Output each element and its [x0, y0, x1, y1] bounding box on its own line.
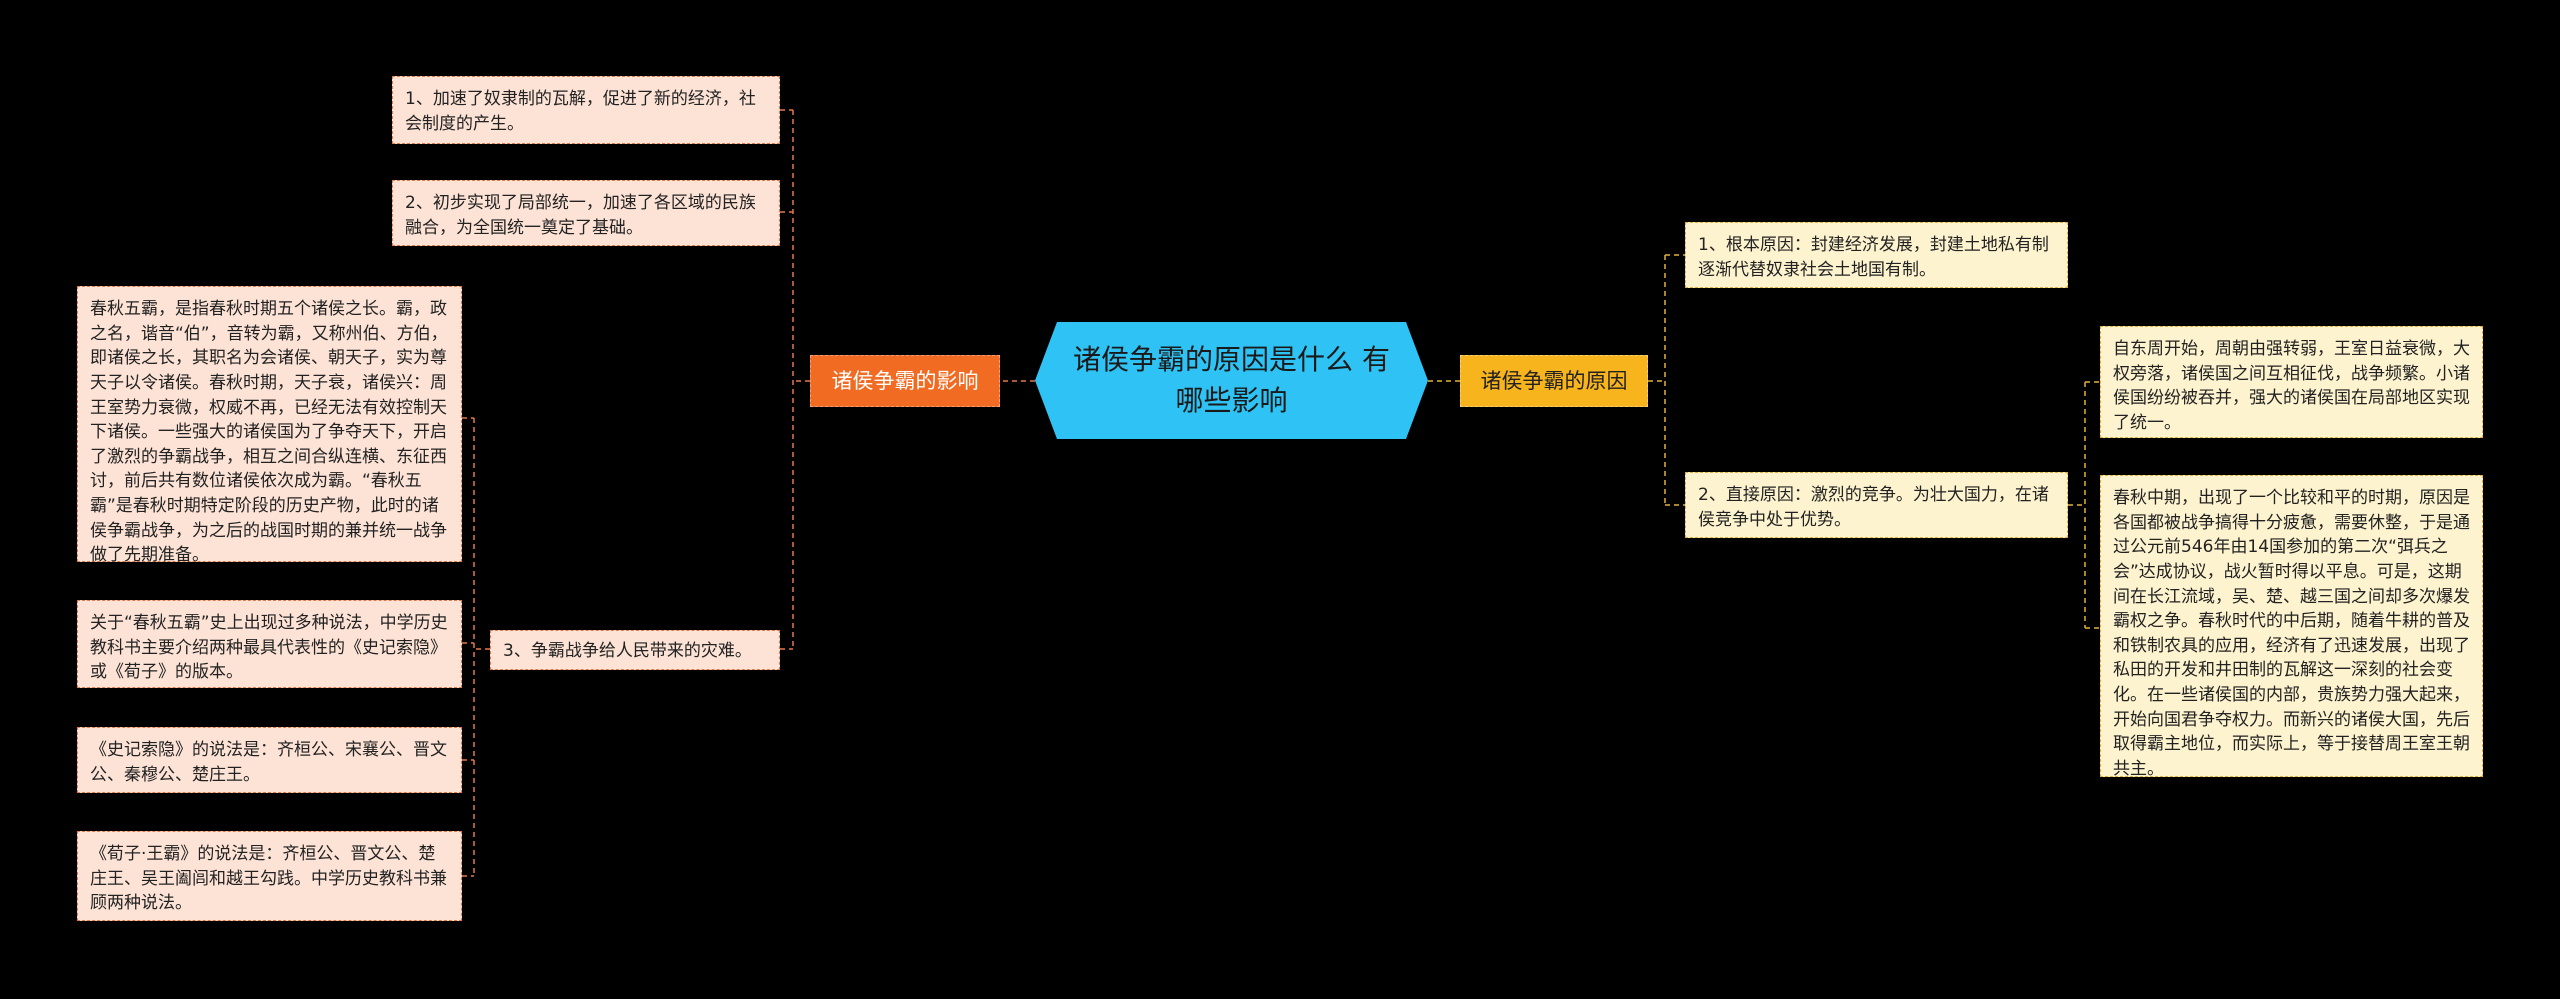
- influence-sub-4[interactable]: 《荀子·王霸》的说法是：齐桓公、晋文公、楚庄王、吴王阖闾和越王勾践。中学历史教科…: [77, 831, 462, 921]
- influence-item-1[interactable]: 1、加速了奴隶制的瓦解，促进了新的经济，社会制度的产生。: [392, 76, 780, 144]
- central-topic[interactable]: 诸侯争霸的原因是什么 有哪些影响: [1035, 322, 1428, 439]
- branch-influence-label: 诸侯争霸的影响: [831, 368, 979, 393]
- cause-sub-1-text: 自东周开始，周朝由强转弱，王室日益衰微，大权旁落，诸侯国之间互相征伐，战争频繁。…: [2113, 339, 2470, 433]
- branch-cause-label: 诸侯争霸的原因: [1480, 368, 1628, 393]
- influence-sub-2-text: 关于“春秋五霸”史上出现过多种说法，中学历史教科书主要介绍两种最具代表性的《史记…: [90, 613, 448, 683]
- cause-sub-1[interactable]: 自东周开始，周朝由强转弱，王室日益衰微，大权旁落，诸侯国之间互相征伐，战争频繁。…: [2100, 326, 2483, 438]
- branch-influence[interactable]: 诸侯争霸的影响: [810, 355, 1000, 407]
- influence-sub-1-text: 春秋五霸，是指春秋时期五个诸侯之长。霸，政之名，谐音“伯”，音转为霸，又称州伯、…: [90, 299, 448, 566]
- cause-sub-2-text: 春秋中期，出现了一个比较和平的时期，原因是各国都被战争搞得十分疲惫，需要休整，于…: [2113, 488, 2470, 780]
- influence-item-3[interactable]: 3、争霸战争给人民带来的灾难。: [490, 630, 780, 670]
- branch-cause[interactable]: 诸侯争霸的原因: [1460, 355, 1648, 407]
- influence-sub-3[interactable]: 《史记索隐》的说法是：齐桓公、宋襄公、晋文公、秦穆公、楚庄王。: [77, 727, 462, 793]
- influence-sub-3-text: 《史记索隐》的说法是：齐桓公、宋襄公、晋文公、秦穆公、楚庄王。: [90, 740, 447, 785]
- influence-item-3-text: 3、争霸战争给人民带来的灾难。: [503, 641, 752, 661]
- influence-sub-1[interactable]: 春秋五霸，是指春秋时期五个诸侯之长。霸，政之名，谐音“伯”，音转为霸，又称州伯、…: [77, 286, 462, 566]
- influence-sub-4-text: 《荀子·王霸》的说法是：齐桓公、晋文公、楚庄王、吴王阖闾和越王勾践。中学历史教科…: [90, 844, 447, 914]
- cause-item-1-text: 1、根本原因：封建经济发展，封建土地私有制逐渐代替奴隶社会土地国有制。: [1698, 235, 2049, 280]
- central-topic-title: 诸侯争霸的原因是什么 有哪些影响: [1073, 342, 1390, 417]
- influence-item-2[interactable]: 2、初步实现了局部统一，加速了各区域的民族融合，为全国统一奠定了基础。: [392, 180, 780, 246]
- cause-item-2[interactable]: 2、直接原因：激烈的竞争。为壮大国力，在诸侯竞争中处于优势。: [1685, 472, 2068, 538]
- influence-sub-2[interactable]: 关于“春秋五霸”史上出现过多种说法，中学历史教科书主要介绍两种最具代表性的《史记…: [77, 600, 462, 688]
- connector-left-subs: [462, 417, 490, 877]
- influence-item-1-text: 1、加速了奴隶制的瓦解，促进了新的经济，社会制度的产生。: [405, 89, 756, 134]
- cause-item-1[interactable]: 1、根本原因：封建经济发展，封建土地私有制逐渐代替奴隶社会土地国有制。: [1685, 222, 2068, 288]
- connector-left-items: [780, 109, 810, 650]
- connector-right-subs: [2068, 381, 2100, 629]
- connector-right-items: [1648, 254, 1685, 506]
- cause-item-2-text: 2、直接原因：激烈的竞争。为壮大国力，在诸侯竞争中处于优势。: [1698, 485, 2049, 530]
- influence-item-2-text: 2、初步实现了局部统一，加速了各区域的民族融合，为全国统一奠定了基础。: [405, 193, 756, 238]
- cause-sub-2[interactable]: 春秋中期，出现了一个比较和平的时期，原因是各国都被战争搞得十分疲惫，需要休整，于…: [2100, 475, 2483, 780]
